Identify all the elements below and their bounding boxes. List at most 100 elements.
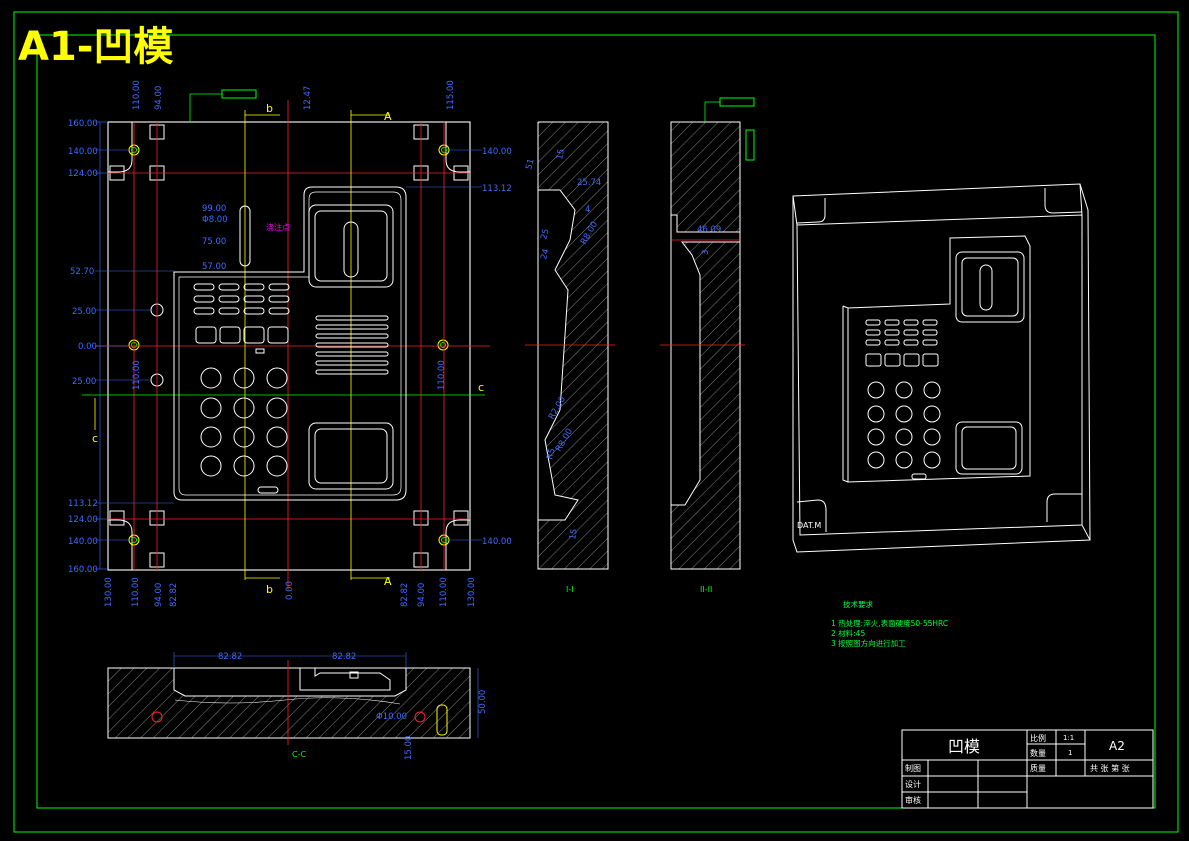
tb-scale-label: 比例 — [1030, 733, 1046, 743]
corner-cutout-bl — [108, 519, 133, 570]
dim-label: 140.00 — [68, 537, 98, 547]
isometric-view — [792, 183, 1091, 553]
tb-check: 审核 — [905, 795, 921, 805]
dim-label: 110.00 — [131, 577, 141, 607]
dim-label: R5 — [545, 447, 558, 461]
section-view-2: 46.09 3 II-II — [660, 97, 755, 594]
dim-label: 3 — [701, 250, 711, 255]
corner-cutout-br — [445, 519, 470, 570]
dim-label: 110.00 — [132, 80, 142, 110]
tech-requirements: 技术要求 1 热处理:淬火,表面硬度50-55HRC 2 材料:45 3 按照图… — [831, 599, 948, 648]
dim-label: 110.00 — [132, 360, 142, 390]
dim-label: 12.47 — [303, 86, 313, 110]
dim-label: 0.00 — [285, 581, 295, 600]
dim-label: 15 — [555, 148, 567, 160]
tech-item: 2 材料:45 — [831, 628, 865, 638]
drawing-title: A1-凹模 — [18, 24, 173, 70]
main-plan-view: 浇注点 160.00 140.00 124.00 52.70 25.00 0.0… — [68, 80, 512, 607]
tb-qty-label: 数量 — [1030, 748, 1046, 758]
dim-label: 140.00 — [68, 147, 98, 157]
dim-label: 124.00 — [68, 515, 98, 525]
dim-label: 94.00 — [417, 583, 427, 607]
dim-label: 46.09 — [697, 225, 721, 235]
round-keypad — [200, 367, 288, 494]
dim-label: 130.00 — [467, 577, 477, 607]
dim-label: 82.82 — [218, 652, 242, 662]
dim-label: 113.12 — [68, 499, 98, 509]
section-2-caption: II-II — [700, 585, 712, 594]
dim-label: 15 — [568, 528, 580, 540]
section-label-b: b — [266, 102, 273, 115]
dim-label: 4 — [585, 205, 590, 215]
small-key-rows — [193, 283, 290, 354]
left-dimensions: 160.00 140.00 124.00 52.70 25.00 0.00 25… — [68, 119, 98, 575]
section-label-c: c — [92, 432, 98, 445]
pink-note: 浇注点 — [266, 222, 290, 232]
speaker-slots — [315, 315, 389, 375]
dim-label: 113.12 — [482, 184, 512, 194]
title-block — [901, 729, 1154, 809]
dim-label: 15.00 — [404, 736, 414, 760]
section-view-1: 51 25.74 4 25 24 R8.00 15 R2.00 R5 R8.00… — [524, 121, 615, 594]
tech-title: 技术要求 — [843, 599, 873, 609]
inner-border — [36, 34, 1156, 809]
dim-label: 82.82 — [169, 583, 179, 607]
dim-label: 160.00 — [68, 565, 98, 575]
tech-item: 3 按照图方向进行加工 — [831, 638, 906, 648]
tech-item: 1 热处理:淬火,表面硬度50-55HRC — [831, 618, 948, 628]
tb-sheet-size: A2 — [1109, 739, 1125, 753]
dim-label: 110.00 — [437, 360, 447, 390]
dim-label: 24 — [539, 248, 551, 261]
section-markers: b A b A c c — [92, 102, 484, 596]
dim-label: 160.00 — [68, 119, 98, 129]
section-1-caption: I-I — [566, 585, 574, 594]
dim-label: 57.00 — [202, 262, 226, 272]
section-label-a: A — [384, 110, 392, 123]
outer-border — [13, 11, 1179, 833]
lower-window — [308, 422, 394, 490]
section-label-b: b — [266, 583, 273, 596]
dim-label: 94.00 — [154, 583, 164, 607]
right-dimensions: 140.00 113.12 140.00 — [482, 147, 512, 547]
tb-weight-label: 质量 — [1030, 763, 1046, 773]
tb-scale-value: 1:1 — [1063, 734, 1074, 742]
dim-label: 0.00 — [78, 342, 97, 352]
dim-label: 75.00 — [202, 237, 226, 247]
dim-label: 25 — [539, 228, 551, 241]
iso-label: DAT.M — [797, 521, 821, 530]
dim-label: Φ10.00 — [376, 712, 407, 722]
section-2-cavity — [670, 214, 741, 506]
tb-qty-value: 1 — [1068, 749, 1072, 757]
square-hole — [453, 510, 469, 526]
dim-label: 130.00 — [104, 577, 114, 607]
dim-label: 50.00 — [478, 690, 488, 714]
square-hole — [109, 510, 125, 526]
bottom-view-cavity — [173, 667, 407, 697]
dim-label: 52.70 — [70, 267, 94, 277]
dim-label: 25.74 — [577, 178, 601, 188]
dim-label: 99.00 — [202, 204, 226, 214]
dim-label: 94.00 — [154, 86, 164, 110]
dim-label: 110.00 — [439, 577, 449, 607]
dim-label: 140.00 — [482, 147, 512, 157]
cavity-inner — [178, 191, 402, 496]
tb-design: 设计 — [905, 779, 921, 789]
dim-label: 25.00 — [72, 307, 96, 317]
dim-label: 140.00 — [482, 537, 512, 547]
dim-label: 124.00 — [68, 169, 98, 179]
corner-cutout-tl — [108, 122, 133, 173]
inner-dimensions: 99.00 Φ8.00 75.00 57.00 110.00 110.00 — [132, 204, 447, 390]
tolerance-box — [221, 89, 257, 99]
display-window — [308, 204, 394, 288]
dim-label: 82.82 — [400, 583, 410, 607]
dim-label: 115.00 — [446, 80, 456, 110]
dim-label: 25.00 — [72, 377, 96, 387]
section-lines — [244, 110, 352, 580]
bottom-view-caption: C-C — [292, 750, 306, 759]
section-label-a: A — [384, 575, 392, 588]
section-label-c: c — [478, 381, 484, 394]
corner-cutout-tr — [445, 122, 470, 173]
dim-label: 82.82 — [332, 652, 356, 662]
dim-label: 51 — [524, 158, 536, 171]
